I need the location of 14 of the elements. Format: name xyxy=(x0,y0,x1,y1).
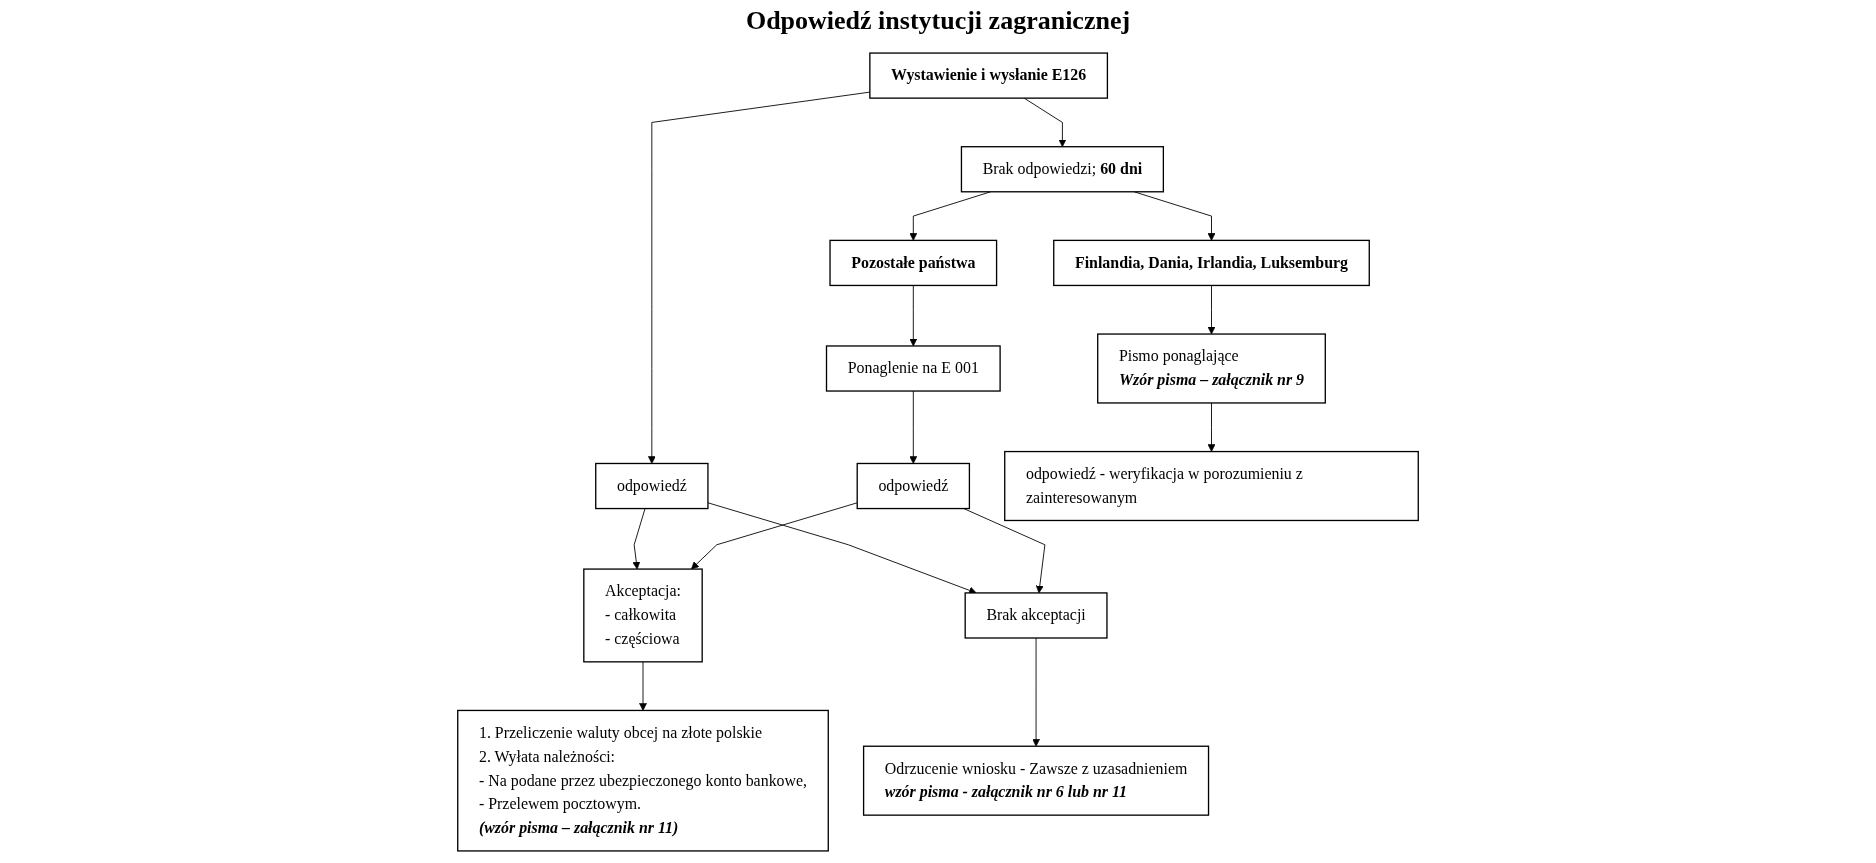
node-box: Finlandia, Dania, Irlandia, Luksemburg xyxy=(1053,239,1370,287)
node-box: Brak akceptacji xyxy=(964,592,1108,639)
node-box: odpowiedź xyxy=(856,462,971,510)
node-box: Brak odpowiedzi; 60 dni xyxy=(960,146,1165,193)
node-box: 1. Przeliczenie waluty obcej na złote polskie 2. Wyłata należności: - Na podane przez ubezpieczonego konto bankowe, - Przelewem pocztowym. (wzór pisma – załącznik nr 11) xyxy=(457,709,829,852)
node-box: odpowiedź xyxy=(595,462,709,510)
node-box: Ponaglenie na E 001 xyxy=(825,345,1001,392)
node-box: Pozostałe państwa xyxy=(829,239,998,287)
node-box: Wystawienie i wysłanie E126 xyxy=(869,52,1109,99)
node-box: Odrzucenie wniosku - Zawsze z uzasadnieniem wzór pisma - załącznik nr 6 lub nr 11 xyxy=(862,745,1210,816)
node-box: Pismo ponaglające Wzór pisma – załącznik nr 9 xyxy=(1097,333,1326,404)
node-box: odpowiedź - weryfikacja w porozumieniu z zainteresowanym xyxy=(1004,450,1419,522)
node-box: Akceptacja: - całkowita - częściowa xyxy=(583,568,703,663)
diagram-title: Odpowiedź instytucji zagranicznej xyxy=(744,5,1132,37)
